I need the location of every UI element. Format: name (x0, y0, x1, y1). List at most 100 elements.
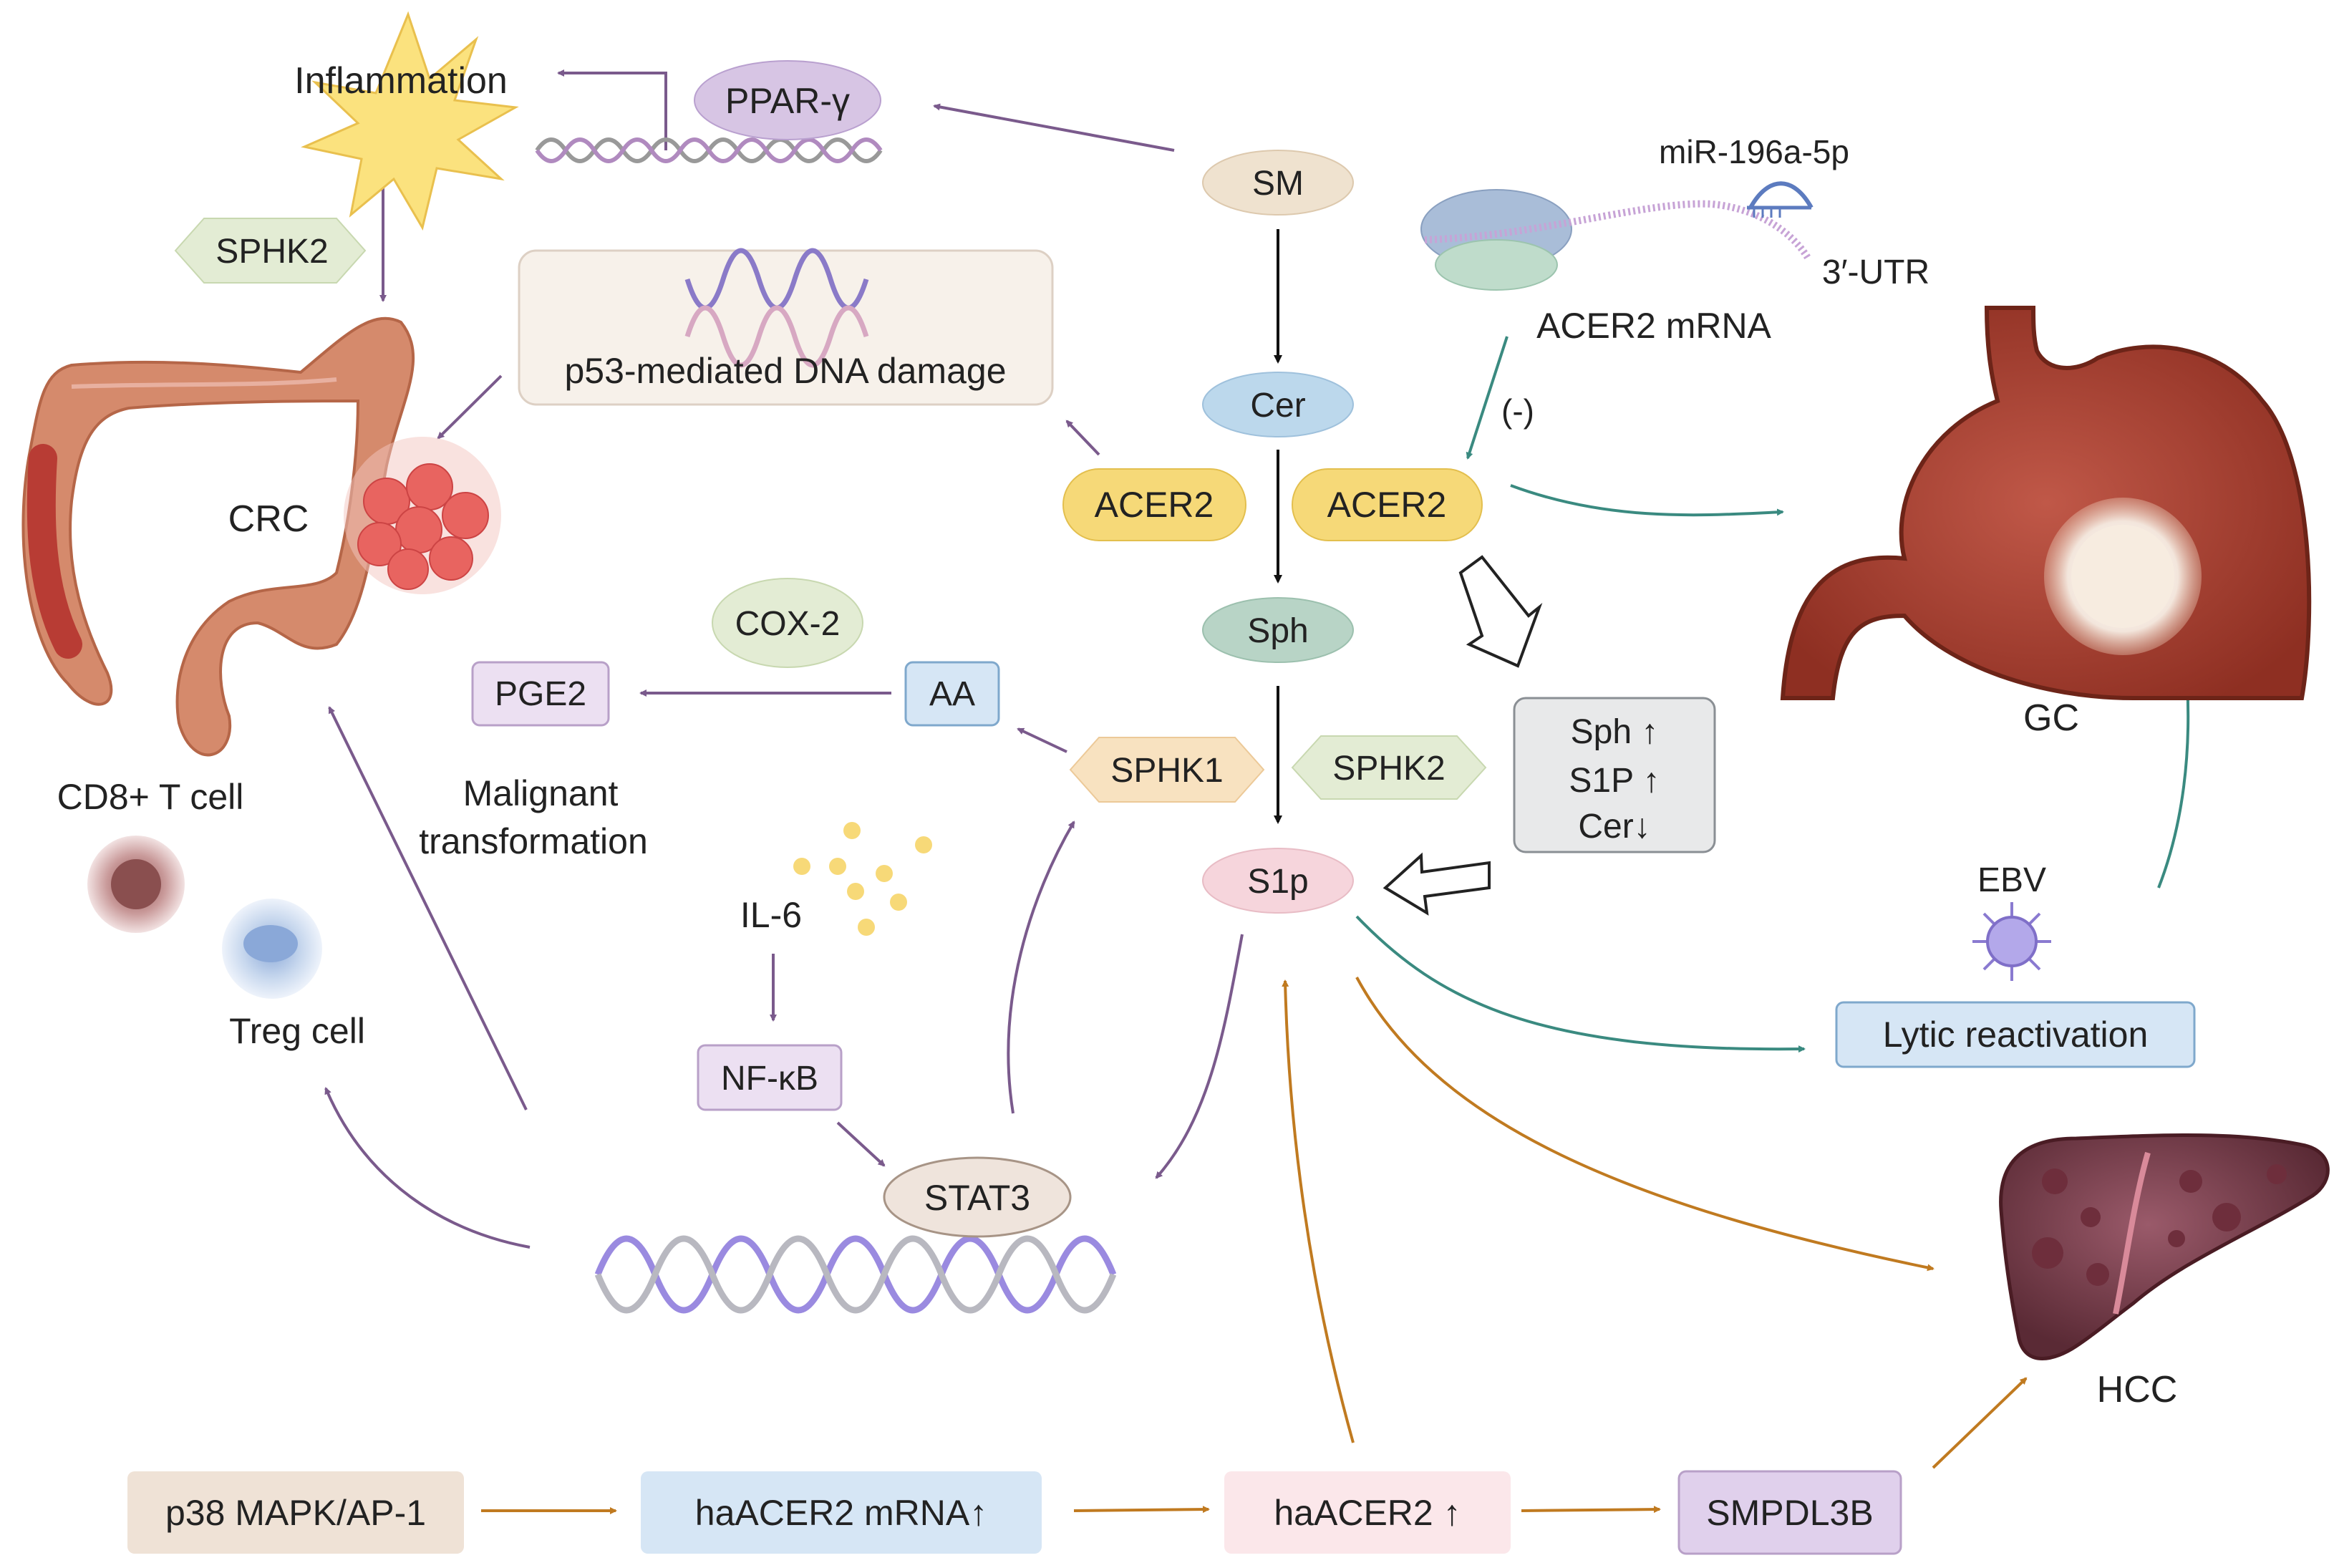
pge2-label: PGE2 (495, 675, 586, 713)
haacer2-mrna-shape (641, 1471, 1042, 1554)
cer-label: Cer (1250, 387, 1305, 425)
stat3-node: STAT3 (883, 1156, 1072, 1238)
malignant-label-1: Malignant (463, 773, 619, 813)
il6-particle (793, 858, 810, 875)
liver-nodule (2168, 1230, 2185, 1247)
arrow-stat3-to-sphk1 (1007, 821, 1075, 1114)
sphk2-mid-shape (1291, 735, 1487, 800)
hollow-arrow-acer2-to-status (1458, 555, 1543, 668)
s1p-shape (1202, 848, 1354, 914)
tumor-cell (429, 536, 473, 581)
s1p-node: S1p (1202, 848, 1354, 914)
mir-label: miR-196a-5p (1659, 133, 1849, 170)
cer-node: Cer (1202, 372, 1354, 437)
liver-nodule (2032, 1237, 2063, 1269)
treg-label: Treg cell (229, 1011, 365, 1051)
smpdl3b-node: SMPDL3B (1677, 1470, 1902, 1555)
haacer2-node: haACER2 ↑ (1224, 1471, 1511, 1554)
cd8-group: CD8+ T cell (57, 777, 243, 933)
sphk2-top-shape (174, 218, 367, 284)
sm-label: SM (1252, 165, 1304, 203)
arrow-sm-to-ppar (933, 103, 1175, 152)
arrow-s1p-to-hcc (1355, 977, 1934, 1272)
arrows (324, 69, 2192, 1514)
aa-node: AA (904, 661, 1000, 727)
treg-group: Treg cell (222, 899, 365, 1051)
sphk2-top-node: SPHK2 (174, 218, 367, 284)
sphk1-shape (1069, 737, 1265, 803)
acer2-right-shape (1292, 468, 1483, 541)
haacer2-mrna-label: haACER2 mRNA↑ (695, 1493, 987, 1533)
mirna-hairpin (1748, 181, 1814, 209)
ppar-gamma-node (694, 60, 881, 140)
liver-nodule (2086, 1263, 2109, 1286)
cox2-shape (712, 578, 863, 668)
arrow-haacer2-to-smpdl3b (1521, 1506, 1661, 1514)
tumor-cell (442, 492, 489, 539)
status-box-shape (1513, 697, 1716, 853)
virus-icon (1972, 902, 2051, 981)
dna-helix-strand-b (594, 1235, 1117, 1314)
liver-icon (1999, 1133, 2330, 1360)
crc-label: CRC (228, 498, 309, 540)
stat3-shape (883, 1156, 1072, 1238)
arrow-mrna-to-haacer2 (1073, 1506, 1210, 1514)
stomach-group: GC (1780, 306, 2312, 739)
p38-node: p38 MAPK/AP-1 (127, 1471, 464, 1554)
mrna-group: miR-196a-5p 3′-UTR ACER2 mRNA (-) (1420, 133, 1929, 430)
arrow-haacer2-to-s1p (1282, 979, 1355, 1443)
sphk1-node: SPHK1 (1069, 737, 1265, 803)
gastric-tumor-core (2071, 525, 2174, 628)
gc-label: GC (2023, 697, 2079, 739)
smpdl3b-label: SMPDL3B (1706, 1493, 1873, 1533)
stat3-label: STAT3 (924, 1178, 1030, 1218)
colon-icon (21, 316, 415, 757)
il6-group: IL-6 (740, 822, 932, 936)
tumor-cell (357, 522, 402, 566)
treg-nucleus (243, 925, 298, 962)
sm-node: SM (1202, 150, 1354, 216)
arrow-nfkb-to-stat3 (836, 1121, 886, 1167)
acer2-right-label: ACER2 (1327, 485, 1447, 525)
colon-group: CRC (21, 316, 501, 757)
il6-particle (843, 822, 861, 839)
arrow-acer2-to-gc (1510, 484, 1784, 517)
cer-shape (1202, 372, 1354, 437)
sphk1-label: SPHK1 (1110, 752, 1223, 790)
mrna-strand (1424, 200, 1811, 260)
p53-box (518, 249, 1054, 406)
status-cer-label: Cer↓ (1578, 808, 1650, 846)
inflammation-group: Inflammation (294, 11, 519, 231)
liver-nodules (2032, 1164, 2287, 1286)
il6-label: IL-6 (740, 895, 802, 935)
liver-nodule (2212, 1203, 2241, 1231)
hollow-arrow-status-to-s1p (1383, 852, 1491, 916)
arrow-smpdl3b-to-hcc (1932, 1377, 2028, 1469)
arrow-lytic-to-gc (2157, 682, 2192, 889)
haacer2-shape (1224, 1471, 1511, 1554)
acer2-mrna-label: ACER2 mRNA (1536, 306, 1771, 346)
hollow-arrows (1383, 555, 1543, 916)
sphk2-top-label: SPHK2 (216, 233, 328, 271)
liver-nodule (2179, 1170, 2202, 1193)
nfkb-shape (697, 1044, 843, 1111)
sphk2-mid-node: SPHK2 (1291, 735, 1487, 800)
malignant-label-2: transformation (419, 821, 648, 861)
liver-ligament (2113, 1151, 2151, 1315)
p53-group: p53-mediated DNA damage (518, 248, 1054, 406)
minus-label: (-) (1501, 392, 1534, 430)
stomach-icon (1780, 306, 2312, 700)
tumor-cluster-icon (344, 437, 501, 594)
sph-shape (1202, 597, 1354, 663)
virus-core (1986, 916, 2038, 967)
sm-shape (1202, 150, 1354, 216)
cox2-label: COX-2 (735, 605, 841, 643)
aa-shape (904, 661, 1000, 727)
status-sph-label: Sph ↑ (1571, 713, 1659, 751)
lytic-shape (1835, 1001, 2196, 1068)
ebv-group: EBV (1972, 861, 2051, 981)
hcc-label: HCC (2097, 1369, 2178, 1410)
arrow-s1p-to-stat3 (1155, 934, 1244, 1179)
mirna-ticks (1753, 208, 1781, 218)
